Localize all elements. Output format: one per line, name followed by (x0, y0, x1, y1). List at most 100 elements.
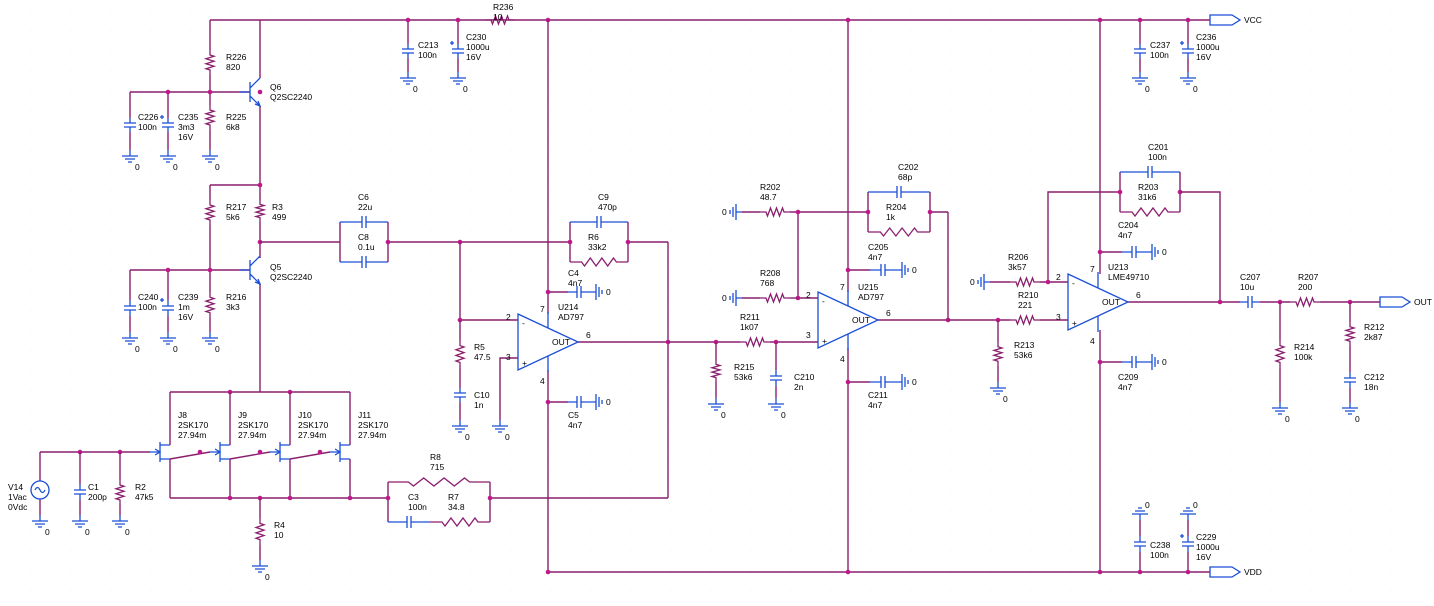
c6-label-0: C6 (358, 192, 369, 202)
junction-dot (545, 569, 551, 575)
ground-symbol (1132, 72, 1148, 85)
r225 (203, 105, 217, 130)
ground-label: 0 (505, 432, 510, 442)
ground-icon (896, 262, 909, 278)
emitter-arrow (254, 100, 262, 108)
capacitor-body (568, 286, 590, 298)
q6-label-1: Q2SC2240 (270, 92, 312, 102)
polarity-mark (160, 298, 164, 302)
capacitor-body (1134, 536, 1146, 552)
resistor-body (113, 480, 127, 505)
c212-label-0: C212 (1364, 372, 1385, 382)
resistor-body (203, 50, 217, 75)
c6-label-1: 22u (358, 202, 372, 212)
gate-arrow (214, 448, 222, 456)
ground-symbol (729, 204, 742, 220)
c207 (1240, 296, 1260, 308)
background-grid (10, 10, 1431, 591)
ground-icon (112, 515, 128, 528)
c211-label-0: C211 (868, 390, 888, 400)
ground-icon (768, 398, 784, 411)
r215-label-1: 53k6 (734, 372, 753, 382)
polarity-mark (450, 41, 454, 45)
q5-label-0: Q5 (270, 262, 282, 272)
c238-label-0: C238 (1150, 540, 1171, 550)
ground-label: 0 (173, 344, 178, 354)
inverting-input-sign: - (1072, 278, 1075, 288)
c236-label-2: 16V (1196, 52, 1211, 62)
r226-label-0: R226 (226, 52, 247, 62)
c237-label-0: C237 (1150, 40, 1171, 50)
ground-label: 0 (1355, 414, 1360, 424)
gate-arrow (274, 448, 282, 456)
junction-dot (487, 495, 493, 501)
u215-pin-0: 2 (806, 290, 811, 300)
capacitor-body (124, 300, 136, 316)
capacitor-body (570, 216, 628, 228)
c4 (568, 286, 590, 298)
c236-label-0: C236 (1196, 32, 1217, 42)
r6-label-0: R6 (588, 232, 599, 242)
ground-icon (977, 274, 990, 290)
c236 (1180, 41, 1194, 58)
wire (169, 451, 211, 460)
c210-label-1: 2n (794, 382, 804, 392)
ground-label: 0 (173, 162, 178, 172)
r206-label-0: R206 (1008, 252, 1029, 262)
c238 (1134, 536, 1146, 552)
j9 (210, 442, 230, 462)
c235 (160, 115, 174, 132)
c205-label-0: C205 (868, 242, 889, 252)
c239 (160, 298, 174, 316)
ground-label: 0 (1285, 414, 1290, 424)
r215 (709, 360, 723, 382)
ground-symbol (1146, 354, 1159, 370)
c210-label-0: C210 (794, 372, 815, 382)
port-label: OUT (1414, 297, 1432, 307)
junction-dot (1097, 249, 1103, 255)
ground-symbol (768, 398, 784, 411)
r216-label-1: 3k3 (226, 302, 240, 312)
u213-pin-2: 6 (1136, 290, 1141, 300)
r207 (1290, 296, 1320, 308)
r3-label-1: 499 (272, 212, 286, 222)
junction-dot (197, 449, 203, 455)
c201-label-1: 100n (1148, 152, 1167, 162)
r2-label-1: 47k5 (135, 492, 154, 502)
j8-label-2: 27.94m (178, 430, 206, 440)
capacitor-body (162, 300, 174, 316)
polarity-mark (1180, 41, 1184, 45)
ground-icon (1132, 507, 1148, 520)
r215-label-0: R215 (734, 362, 755, 372)
gate-arrow (334, 448, 342, 456)
j11-label-2: 27.94m (358, 430, 386, 440)
port-flag (1379, 296, 1412, 308)
junction-dot (625, 239, 631, 245)
junction-dot (405, 17, 411, 23)
capacitor-body (162, 118, 174, 132)
capacitor-body (124, 118, 136, 132)
ground-symbol (1146, 244, 1159, 260)
r2 (113, 480, 127, 505)
capacitor-body (452, 44, 464, 58)
capacitor-body (74, 484, 86, 500)
j8 (150, 442, 170, 462)
c226-label-1: 100n (138, 122, 157, 132)
ground-label: 0 (970, 277, 975, 287)
capacitor-body (868, 186, 930, 198)
junction-dot (845, 379, 851, 385)
capacitor-body (402, 44, 414, 58)
junction-dot (227, 495, 233, 501)
ground-icon (590, 284, 603, 300)
r3-label-0: R3 (272, 202, 283, 212)
v14-label-1: 1Vac (8, 492, 27, 502)
c230-label-0: C230 (466, 32, 487, 42)
ground-icon (452, 420, 468, 433)
bjt-body (240, 77, 261, 107)
capacitor-body (1122, 356, 1146, 368)
ground-icon (492, 420, 508, 433)
r214 (1274, 340, 1286, 368)
ground-symbol (896, 262, 909, 278)
r212-label-0: R212 (1364, 322, 1385, 332)
ground-icon (1132, 72, 1148, 85)
